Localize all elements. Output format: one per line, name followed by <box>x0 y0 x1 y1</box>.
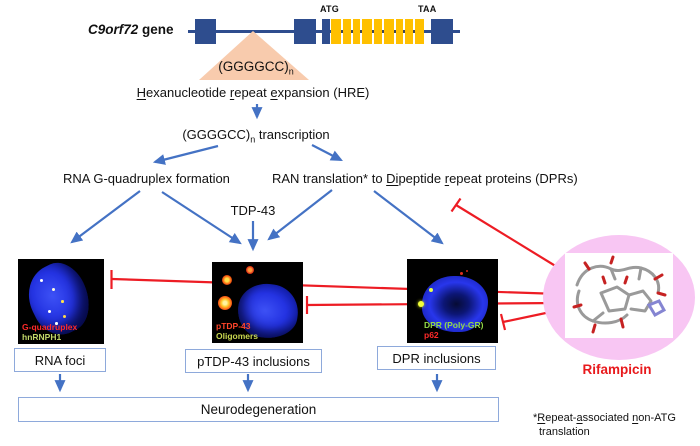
rifampicin-molecule <box>572 255 667 334</box>
gene-word: gene <box>138 22 174 37</box>
arrow-ran-to-dpr <box>373 190 444 245</box>
foci-dot <box>63 315 66 318</box>
stain-label-dpr-polygr: DPR (Poly-GR) <box>424 319 484 330</box>
foci-dot <box>52 288 55 291</box>
ran-part: Di <box>386 171 399 186</box>
ran-translation-label: RAN translation* to Dipeptide repeat pro… <box>272 171 578 186</box>
footnote-line2: translation <box>539 425 590 438</box>
coding-exon <box>374 19 385 44</box>
hre-caption-part: r <box>229 85 235 100</box>
inhibit-dpr-bar <box>499 313 507 331</box>
inclusion-spot <box>218 296 232 310</box>
stain-label-hnrnph1: hnRNPH1 <box>22 331 62 342</box>
gene-title: C9orf72 gene <box>88 22 174 37</box>
rifampicin-molecule-frame <box>565 253 673 338</box>
footnote-line1: *Repeat-associated non-ATG <box>533 412 676 426</box>
ran-part: RAN translation* to <box>272 171 387 186</box>
stain-label-oligomers: Oligomers <box>216 330 259 341</box>
coding-exons-strip <box>331 19 424 44</box>
micrograph-rna-foci: G-quadruplex hnRNPH1 <box>18 259 104 344</box>
coding-exon <box>396 19 406 44</box>
footnote-part: ssociated <box>582 412 633 424</box>
hre-caption-part: epeat <box>234 85 271 100</box>
transcription-subscript: n <box>250 134 256 145</box>
hre-caption-part: exanucleotide <box>146 85 230 100</box>
exon-box-3 <box>322 19 330 44</box>
transcription-label: (GGGGCC)n transcription <box>182 127 329 145</box>
repeat-motif-subscript: n <box>288 66 294 77</box>
gene-name: C9orf72 <box>88 22 139 37</box>
hre-caption-part: H <box>136 85 147 100</box>
start-codon-label: ATG <box>320 4 339 14</box>
coding-exon <box>343 19 354 44</box>
footnote-part: a <box>576 412 583 424</box>
transcription-motif: (GGGGCC) <box>182 127 251 142</box>
transcription-rest: transcription <box>255 127 330 142</box>
exon-box-1 <box>195 19 216 44</box>
footnote-part: R <box>537 412 546 424</box>
repeat-motif-label: (GGGGCC)n <box>218 59 294 77</box>
arrow-transcription-to-ran <box>311 144 343 162</box>
hre-caption: Hexanucleotide repeat expansion (HRE) <box>137 85 370 100</box>
footnote-part: on-ATG <box>638 412 676 424</box>
rifampicin-label: Rifampicin <box>582 362 652 377</box>
hre-caption-part: e <box>270 85 278 100</box>
stain-label-g-quadruplex: G-quadruplex <box>22 321 78 332</box>
p62-dot <box>466 270 468 272</box>
coding-exon <box>384 19 397 44</box>
foci-dot <box>61 300 64 303</box>
coding-exon <box>353 19 363 44</box>
p62-dot <box>460 272 463 275</box>
exon-box-4 <box>431 19 453 44</box>
footnote-ran-definition: *Repeat-associated non-ATG translation <box>533 412 676 439</box>
caption-box-rna-foci: RNA foci <box>14 348 106 372</box>
arrow-ran-to-ptdp <box>267 189 333 241</box>
coding-exon <box>415 19 424 44</box>
micrograph-ptdp43: pTDP-43 Oligomers <box>212 262 303 343</box>
coding-exon <box>362 19 375 44</box>
stain-label-ptdp43: pTDP-43 <box>216 320 251 331</box>
coding-exon <box>331 19 344 44</box>
neurodegeneration-box: Neurodegeneration <box>18 397 499 422</box>
g-quadruplex-label: RNA G-quadruplex formation <box>63 171 230 186</box>
inhibit-ran-line <box>455 204 563 271</box>
arrow-gquad-to-ptdp <box>161 191 242 245</box>
footnote-part: n <box>632 412 639 424</box>
tdp43-label: TDP-43 <box>230 203 276 218</box>
nucleus-ring-blob <box>422 276 488 332</box>
arrow-gquad-to-rnafoci <box>70 190 141 244</box>
foci-dot <box>55 322 58 325</box>
ran-part: r <box>444 171 450 186</box>
foci-dot <box>48 310 51 313</box>
micrograph-dpr: DPR (Poly-GR) p62 <box>407 259 498 343</box>
inclusion-spot <box>222 275 232 285</box>
caption-box-dpr-inclusions: DPR inclusions <box>377 346 496 370</box>
hre-expansion-triangle <box>199 31 309 80</box>
rifampicin-circle <box>543 235 695 360</box>
ran-part: epeat proteins (DPRs) <box>449 171 578 186</box>
coding-exon <box>405 19 416 44</box>
arrow-transcription-to-gquad <box>152 144 219 165</box>
footnote-part: epeat- <box>545 412 577 424</box>
stain-label-p62: p62 <box>424 329 439 340</box>
exon-box-2 <box>294 19 316 44</box>
dpr-dot <box>418 301 424 307</box>
ran-part: peptide <box>398 171 445 186</box>
dpr-dot <box>429 288 433 292</box>
footnote-part: * <box>533 412 538 424</box>
inclusion-spot <box>246 266 254 274</box>
caption-box-ptdp43-inclusions: pTDP-43 inclusions <box>185 349 322 373</box>
stop-codon-label: TAA <box>418 4 437 14</box>
inhibit-ran-bar <box>450 197 462 213</box>
repeat-motif-text: (GGGGCC) <box>218 59 289 74</box>
hre-caption-part: xpansion (HRE) <box>277 85 370 100</box>
foci-dot <box>40 279 43 282</box>
